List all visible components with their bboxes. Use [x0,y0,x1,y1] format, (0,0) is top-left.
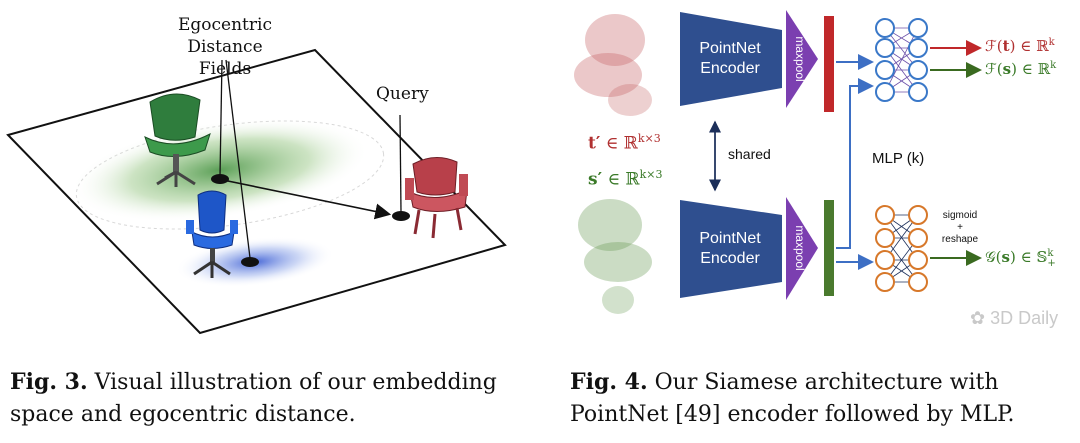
maxpool-bottom-shape [786,197,818,300]
query-label: Query [376,84,429,104]
siamese-architecture [574,10,982,314]
shared-label: shared [728,146,771,162]
feature-bar-red [824,16,834,112]
mlp-bottom [884,214,919,283]
green-anchor-dot [211,174,229,184]
encoder-bottom-shape [680,200,782,298]
maxpool-top-shape [786,10,818,108]
sigmoid-label: sigmoid + reshape [941,210,979,245]
watermark: ✿ 3D Daily [970,308,1059,328]
blue-chair [186,190,238,278]
output-g-label: 𝒢(s) ∈ 𝕊k+ [985,248,1056,269]
mlp-bottom-nodes [875,205,928,292]
fig3-caption-line1: Visual illustration of our embedding [87,370,497,395]
fig4-caption: Fig. 4. Our Siamese architecture with Po… [570,366,1014,431]
green-chair [144,93,211,187]
fig3-caption: Fig. 3. Visual illustration of our embed… [10,366,497,431]
fig4-caption-label: Fig. 4. [570,369,648,395]
feature-bar-green [824,200,834,296]
fig4-caption-line1: Our Siamese architecture with [647,370,999,395]
figure-4: PointNet Encoder PointNet Encoder maxpoo… [560,0,1080,340]
fig4-caption-line2: PointNet [49] encoder followed by MLP. [570,402,1015,427]
maxpool-bottom-label: maxpool [793,225,807,271]
green-point-cloud [578,199,652,314]
egocentric-label: Egocentric Distance Fields [178,15,272,79]
encoder-top-label: PointNet Encoder [699,40,761,77]
red-chair [405,157,468,239]
encoder-top-shape [680,12,782,106]
figure-3: Egocentric Distance Fields Query [0,0,560,340]
output-s-label: ℱ(s) ∈ ℝk [985,60,1057,78]
mlp-label: MLP (k) [872,150,925,167]
fig3-caption-label: Fig. 3. [10,369,88,395]
encoder-bottom-label: PointNet Encoder [699,230,761,267]
mlp-top-nodes [875,18,928,102]
mlp-top [884,27,919,93]
maxpool-top-label: maxpool [793,36,807,82]
blue-anchor-dot [241,257,259,267]
fig3-caption-line2: space and egocentric distance. [10,402,356,427]
s-prime-label: s′ ∈ ℝk×3 [588,168,663,190]
query-dot [392,211,410,221]
output-t-label: ℱ(t) ∈ ℝk [985,37,1055,55]
red-point-cloud [574,14,652,116]
wechat-icon: ✿ [970,308,991,328]
egocentric-scene [6,48,507,335]
t-prime-label: t′ ∈ ℝk×3 [588,132,661,154]
